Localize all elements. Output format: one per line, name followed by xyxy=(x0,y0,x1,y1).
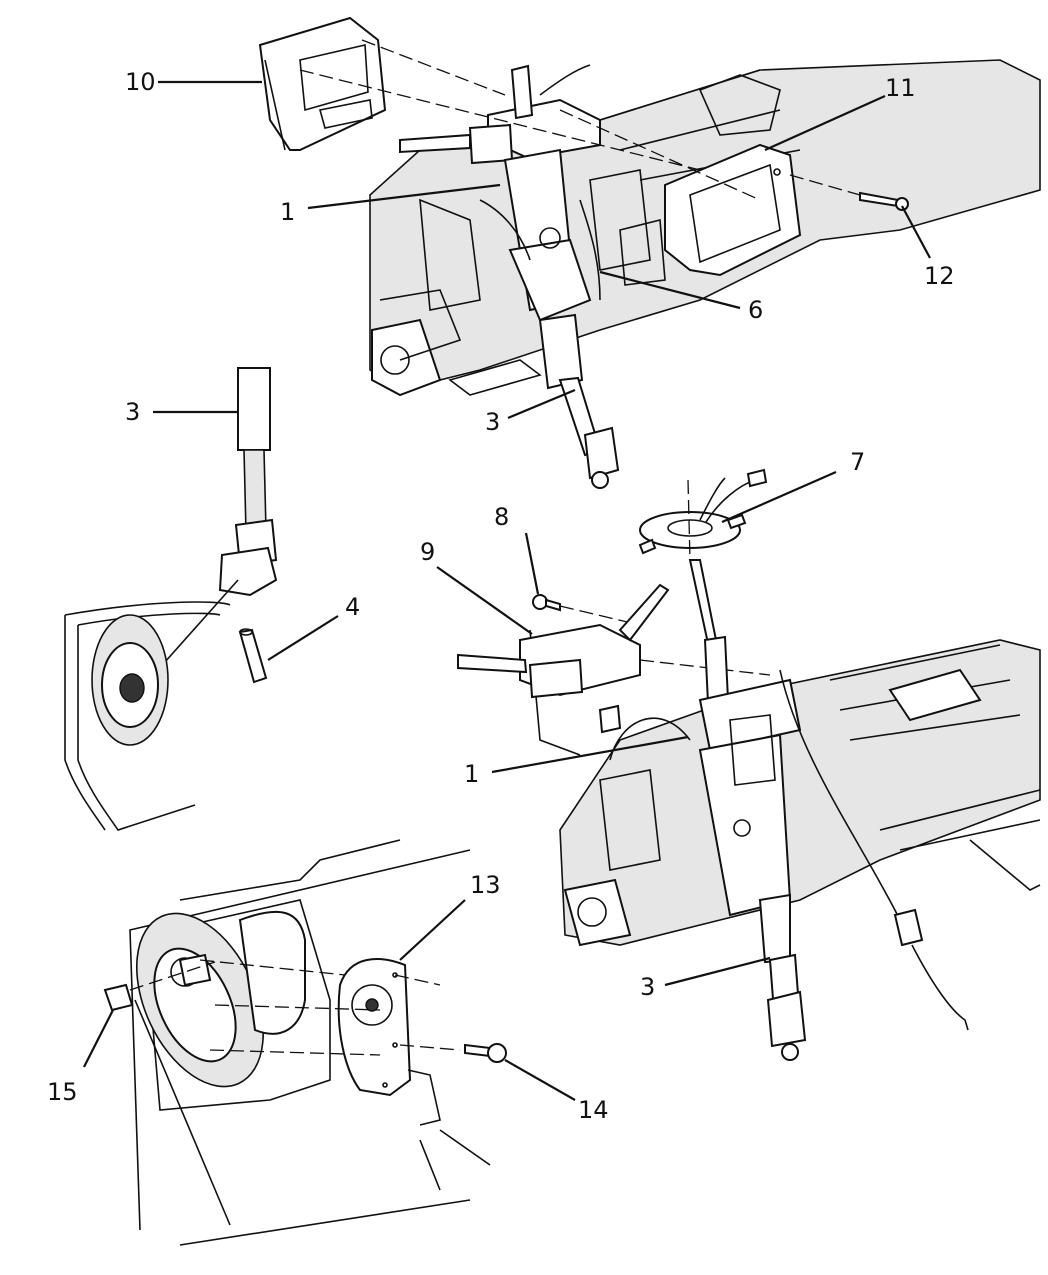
callout-3-left: 3 xyxy=(125,398,140,426)
steering-column-lower xyxy=(609,559,969,1061)
roll-pin-4 xyxy=(238,628,268,684)
column-cover-seal-13 xyxy=(337,958,441,1126)
multifunction-switch-9 xyxy=(457,583,670,756)
seal-detail xyxy=(103,839,507,1246)
screw-8 xyxy=(532,594,561,612)
callout-1-top: 1 xyxy=(280,198,295,226)
callout-15: 15 xyxy=(47,1078,78,1106)
callout-7: 7 xyxy=(850,448,865,476)
callout-labels: 10 11 1 12 6 3 3 7 8 9 4 1 13 3 15 14 xyxy=(47,68,955,1124)
lower-right-assembly xyxy=(457,468,1041,1061)
clockspring-7 xyxy=(638,468,768,555)
callout-12: 12 xyxy=(924,262,955,290)
callout-13: 13 xyxy=(470,871,501,899)
callout-6: 6 xyxy=(748,296,763,324)
bolt-14 xyxy=(464,1043,507,1063)
callout-4: 4 xyxy=(345,593,360,621)
screw-12 xyxy=(859,191,909,211)
top-assembly xyxy=(258,16,1041,489)
steering-column-top xyxy=(399,64,620,489)
lower-shroud-11 xyxy=(664,143,802,277)
retainer-clip-15 xyxy=(103,983,134,1012)
callout-3-lower: 3 xyxy=(640,973,655,1001)
leader-lines xyxy=(83,80,931,1101)
callout-3-top: 3 xyxy=(485,408,500,436)
callout-10: 10 xyxy=(125,68,156,96)
intermediate-shaft-detail xyxy=(64,367,278,831)
callout-8: 8 xyxy=(494,503,509,531)
callout-1-lower: 1 xyxy=(464,760,479,788)
callout-9: 9 xyxy=(420,538,435,566)
upper-shroud-10 xyxy=(258,16,387,151)
callout-14: 14 xyxy=(578,1096,609,1124)
callout-11: 11 xyxy=(885,74,916,102)
